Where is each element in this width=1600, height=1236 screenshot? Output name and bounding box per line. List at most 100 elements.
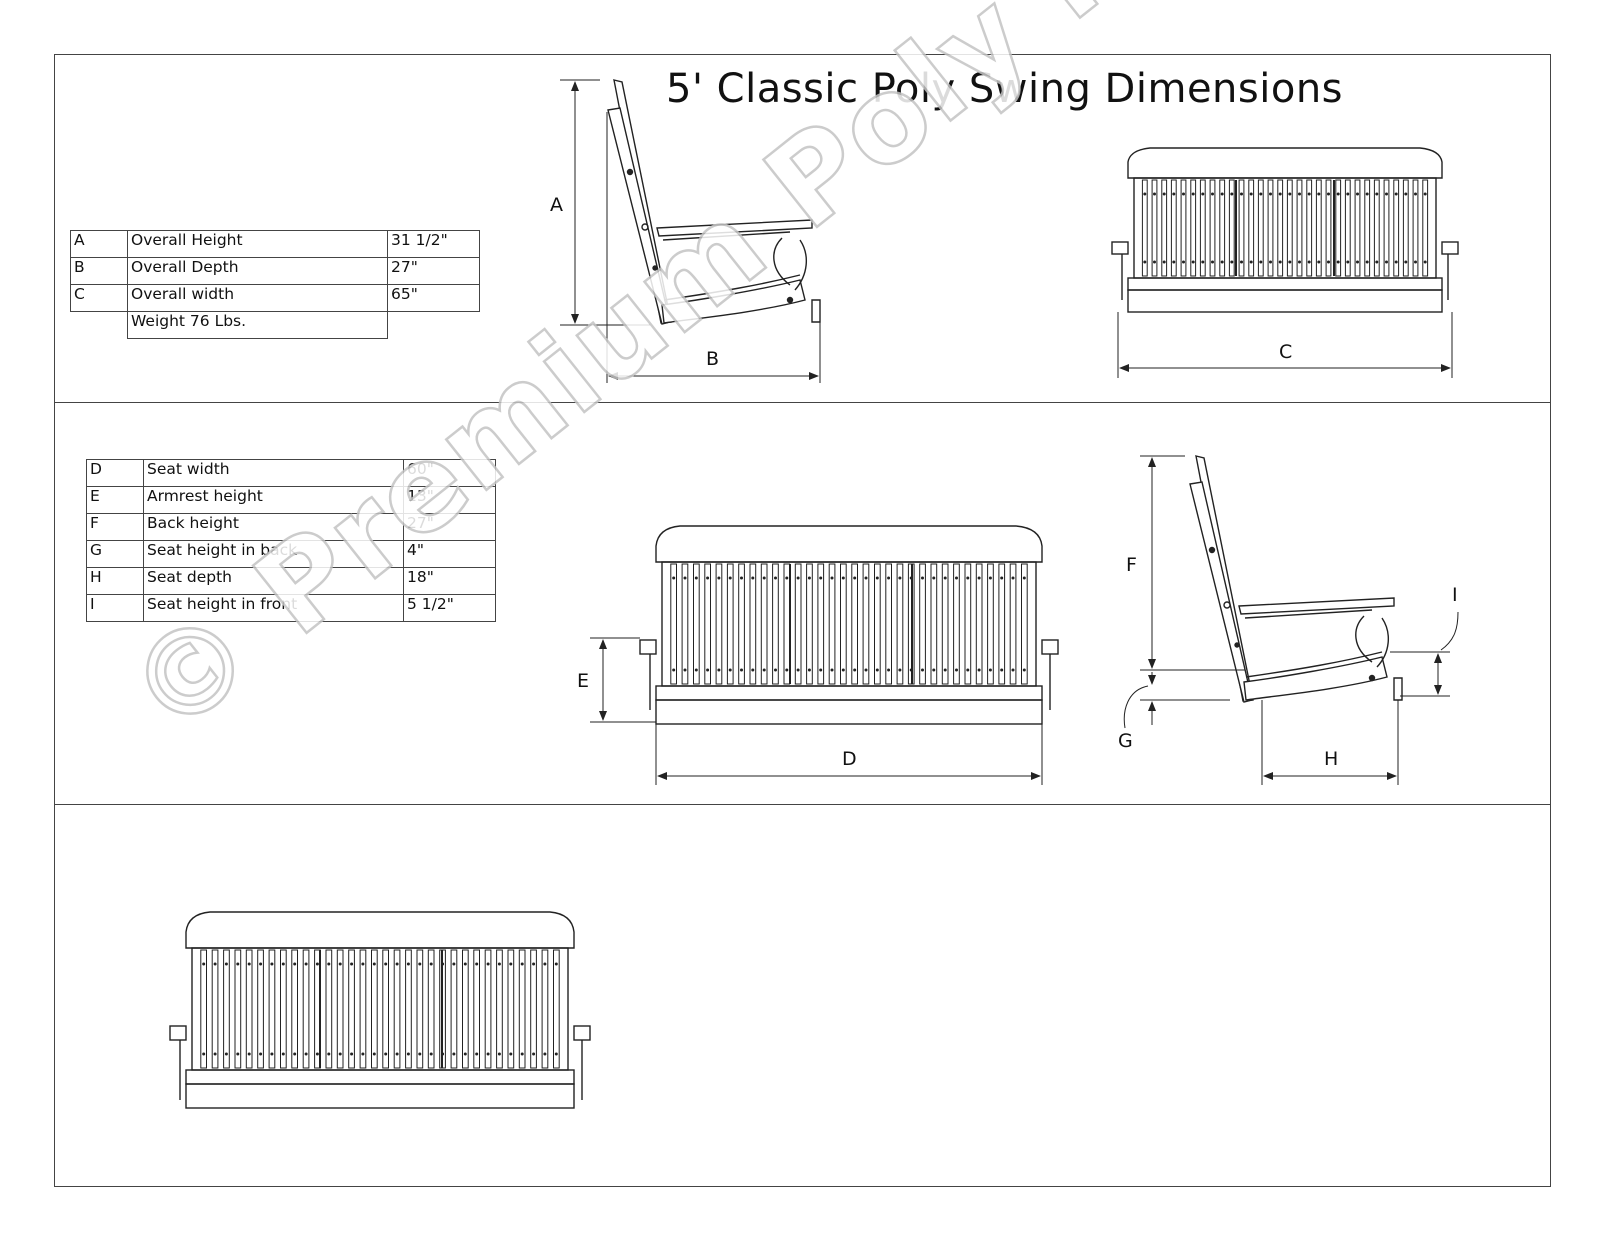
slat-screw xyxy=(887,576,891,580)
slat-screw xyxy=(1356,192,1359,196)
slat-screw xyxy=(1394,192,1398,196)
dimension-value: 13" xyxy=(403,486,496,514)
side-view-1 xyxy=(607,79,821,325)
slats-rear xyxy=(200,949,560,1069)
back-slat xyxy=(1296,179,1303,277)
front-view-d xyxy=(639,525,1059,725)
slat-screw xyxy=(395,962,399,966)
dimension-label: Back height xyxy=(143,513,404,541)
slat-screw xyxy=(740,668,743,672)
slat-screw xyxy=(1375,192,1379,196)
slat-screw xyxy=(304,962,308,966)
slat-screw xyxy=(717,576,721,580)
slat-screw xyxy=(694,668,698,672)
slat-screw xyxy=(429,962,433,966)
front-view-c xyxy=(1111,147,1459,313)
back-slat xyxy=(496,949,503,1069)
slat-screw xyxy=(293,1052,297,1056)
slat-screw xyxy=(1011,576,1015,580)
slat-screw xyxy=(1307,192,1311,196)
back-slat xyxy=(1335,179,1342,277)
slat-screw xyxy=(796,668,800,672)
slat-screw xyxy=(672,668,676,672)
table-row: I Seat height in front 5 1/2" xyxy=(86,594,496,622)
back-slat xyxy=(541,949,549,1069)
slat-screw xyxy=(988,668,992,672)
slat-screw xyxy=(1404,260,1408,264)
slat-screw xyxy=(338,962,342,966)
back-slat xyxy=(919,563,926,685)
back-slat xyxy=(325,949,333,1069)
slat-screw xyxy=(943,668,947,672)
back-slat xyxy=(245,949,253,1069)
slat-screw xyxy=(293,962,297,966)
slat-screw xyxy=(418,1052,422,1056)
back-slat xyxy=(257,949,264,1069)
slat-screw xyxy=(706,576,710,580)
slat-screw xyxy=(875,576,879,580)
back-slat xyxy=(371,949,378,1069)
slat-screw xyxy=(830,668,834,672)
back-slat xyxy=(1170,179,1177,277)
slat-screw xyxy=(1201,260,1205,264)
dimension-value: 27" xyxy=(403,513,496,541)
back-slat xyxy=(1383,179,1390,277)
slat-screw xyxy=(486,962,490,966)
back-slat xyxy=(1238,179,1245,277)
back-slat xyxy=(234,949,242,1069)
slat-screw xyxy=(497,962,501,966)
slat-screw xyxy=(315,962,319,966)
slat-screw xyxy=(1259,260,1263,264)
dimension-label-f: F xyxy=(1126,554,1137,576)
back-slat xyxy=(405,949,412,1069)
back-slat xyxy=(862,563,870,685)
slat-screw xyxy=(1375,260,1379,264)
slat-screw xyxy=(841,668,845,672)
slat-screw xyxy=(452,962,456,966)
slat-screw xyxy=(672,576,676,580)
slat-screw xyxy=(384,962,388,966)
slat-screw xyxy=(683,668,687,672)
slat-screw xyxy=(224,962,228,966)
slat-screw xyxy=(1414,260,1417,264)
dimension-label: Overall Depth xyxy=(127,257,388,285)
back-slat xyxy=(1267,179,1274,277)
drawing-frame xyxy=(54,54,1551,1187)
table-row: H Seat depth 18" xyxy=(86,567,496,595)
dimension-key: H xyxy=(86,567,144,595)
dimension-c xyxy=(1117,312,1453,378)
slat-screw xyxy=(751,668,755,672)
slat-screw xyxy=(728,576,732,580)
dimension-value: 4" xyxy=(403,540,496,568)
slat-screw xyxy=(1249,192,1253,196)
slat-screw xyxy=(1356,260,1359,264)
back-slat xyxy=(211,949,219,1069)
back-slat xyxy=(704,563,711,685)
slat-screw xyxy=(1336,260,1340,264)
slat-screw xyxy=(751,576,755,580)
dimension-key: B xyxy=(70,257,128,285)
slat-screw xyxy=(1230,192,1234,196)
slat-screw xyxy=(1278,260,1282,264)
slat-screw xyxy=(543,1052,547,1056)
slat-screw xyxy=(853,576,857,580)
slat-screw xyxy=(1182,192,1185,196)
slat-screw xyxy=(532,1052,536,1056)
back-slat xyxy=(1009,563,1017,685)
slat-screw xyxy=(740,576,743,580)
back-slat xyxy=(975,563,983,685)
back-slat xyxy=(484,949,492,1069)
slat-screw xyxy=(236,1052,240,1056)
slat-screw xyxy=(1423,260,1427,264)
slat-screw xyxy=(1423,192,1427,196)
back-slat xyxy=(874,563,881,685)
slat-screw xyxy=(955,668,958,672)
back-slat xyxy=(280,949,287,1069)
slat-screw xyxy=(819,668,823,672)
slat-screw xyxy=(921,576,924,580)
dimension-f xyxy=(1140,455,1245,671)
slat-screw xyxy=(247,962,251,966)
slat-screw xyxy=(1211,260,1214,264)
dimension-key: E xyxy=(86,486,144,514)
slat-screw xyxy=(532,962,536,966)
